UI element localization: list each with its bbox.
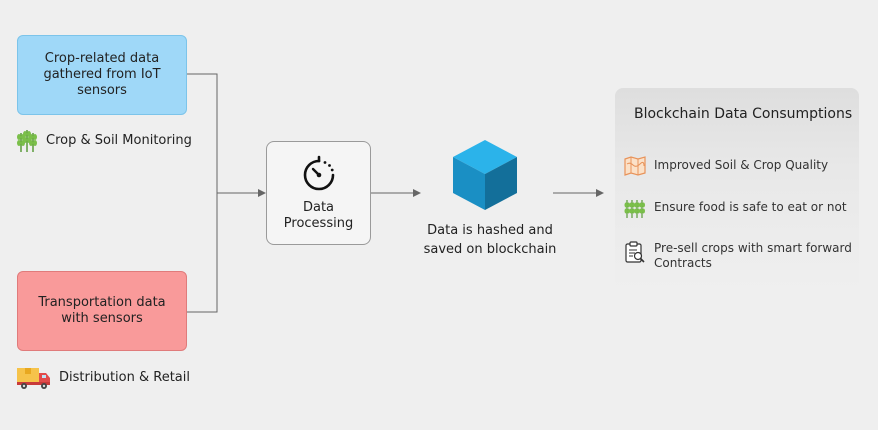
list-item: Pre-sell crops with smart forward Contra… [624, 241, 859, 271]
transport-data-box: Transportation data with sensors [17, 271, 187, 351]
wheat-icon [624, 200, 645, 218]
crop-data-text: Crop-related data gathered from IoT sens… [43, 51, 161, 98]
consumptions-title: Blockchain Data Consumptions [634, 106, 853, 122]
blockchain-label: Data is hashed and saved on blockchain [423, 223, 557, 257]
item-label: Ensure food is safe to eat or not [654, 200, 847, 214]
list-item: Ensure food is safe to eat or not [624, 197, 847, 219]
contract-icon [625, 241, 645, 263]
list-item: Improved Soil & Crop Quality [624, 155, 828, 177]
wheat-icon [17, 130, 37, 152]
truck-icon [17, 368, 50, 389]
map-icon [624, 156, 646, 176]
data-processing-box: Data Processing [266, 141, 371, 245]
crop-soil-label: Crop & Soil Monitoring [46, 133, 192, 148]
consumptions-panel: Blockchain Data Consumptions Improved So… [615, 88, 859, 290]
blockchain-cube-icon [453, 140, 517, 210]
crop-connector [187, 73, 218, 193]
item-label: Improved Soil & Crop Quality [654, 158, 829, 172]
data-processing-label: Data Processing [283, 200, 354, 231]
transport-data-text: Transportation data with sensors [38, 295, 166, 326]
distribution-retail-label: Distribution & Retail [59, 370, 190, 385]
stopwatch-icon [303, 155, 334, 191]
transport-connector [187, 193, 218, 313]
crop-data-box: Crop-related data gathered from IoT sens… [17, 35, 187, 115]
item-label: Pre-sell crops with smart forward Contra… [654, 241, 852, 270]
